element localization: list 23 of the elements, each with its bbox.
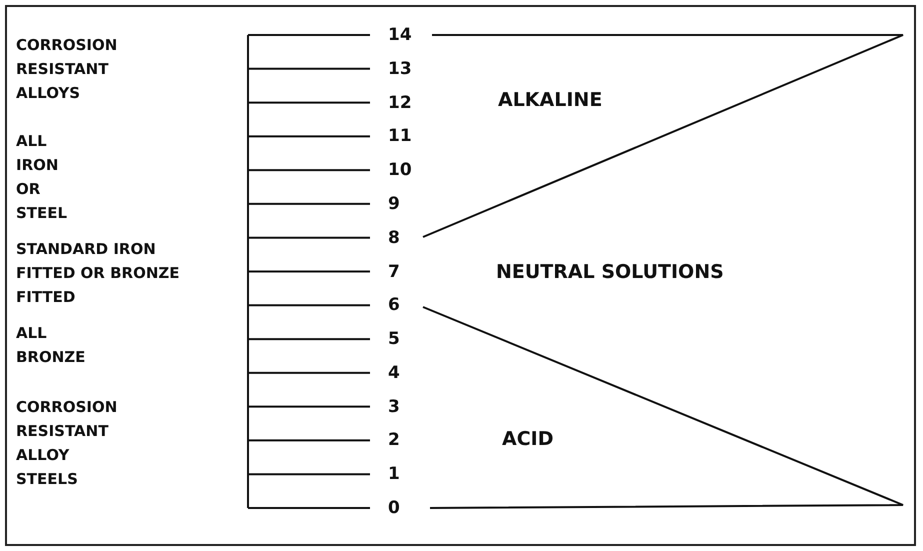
scale-number: 8 <box>388 228 401 248</box>
material-label: STANDARD IRON FITTED OR BRONZE FITTED <box>16 239 180 308</box>
scale-number: 3 <box>388 396 401 417</box>
scale-number: 7 <box>388 262 401 282</box>
region-label: ALKALINE <box>498 88 604 112</box>
region-label: ACID <box>502 427 554 451</box>
scale-number: 14 <box>388 25 413 45</box>
scale-number: 9 <box>388 194 401 214</box>
scale-number: 4 <box>388 362 401 383</box>
scale-number: 6 <box>388 295 401 316</box>
scale-number: 10 <box>388 160 413 180</box>
scale-number: 12 <box>388 92 413 113</box>
scale-number: 5 <box>388 329 401 350</box>
scale-number: 2 <box>388 430 401 450</box>
material-label: ALL BRONZE <box>16 323 86 368</box>
material-label: CORROSION RESISTANT ALLOYS <box>16 35 118 104</box>
region-label: NEUTRAL SOLUTIONS <box>496 260 725 284</box>
scale-number: 13 <box>388 58 413 79</box>
scale-number: 11 <box>388 126 413 146</box>
material-label: CORROSION RESISTANT ALLOY STEELS <box>16 397 116 490</box>
scale-number: 1 <box>388 464 401 484</box>
scale-number: 0 <box>388 498 401 518</box>
material-label: ALL IRON OR STEEL <box>16 131 68 224</box>
